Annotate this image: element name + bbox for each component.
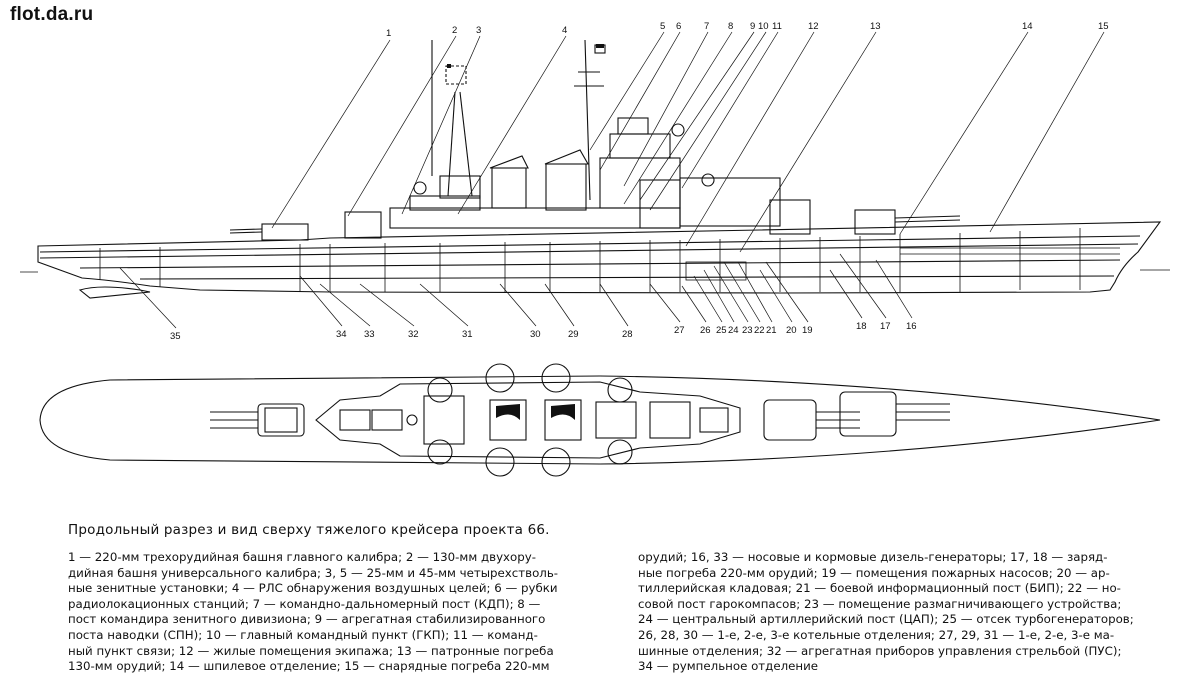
legend-line: 1 — 220-мм трехорудийная башня главного … xyxy=(68,550,536,564)
callout-27: 27 xyxy=(674,325,685,336)
callout-15: 15 xyxy=(1098,21,1109,32)
legend-line: 34 — румпельное отделение xyxy=(638,659,819,674)
site-watermark: flot.da.ru xyxy=(10,4,94,25)
callout-30: 30 xyxy=(530,329,541,340)
callouts-bottom: 35 34 33 32 31 30 29 28 27 26 25 24 23 2… xyxy=(170,321,917,342)
legend-right-column: орудий; 16, 33 — носовые и кормовые дизе… xyxy=(638,550,1178,675)
callout-14: 14 xyxy=(1022,21,1033,32)
legend-line: 26, 28, 30 — 1-е, 2-е, 3-е котельные отд… xyxy=(638,627,1115,642)
top-view-funnels xyxy=(496,404,575,420)
callout-19: 19 xyxy=(802,325,813,336)
callout-13: 13 xyxy=(870,21,881,32)
callout-21: 21 xyxy=(766,325,777,336)
callout-2: 2 xyxy=(452,25,457,36)
callout-7: 7 xyxy=(704,21,709,32)
legend-line: шинные отделения; 32 — агрегатная прибор… xyxy=(638,643,1122,658)
callout-31: 31 xyxy=(462,329,473,340)
figure-caption: Продольный разрез и вид сверху тяжелого … xyxy=(68,522,550,538)
legend-line: радиолокационных станций; 7 — командно-д… xyxy=(68,596,541,611)
callouts-top: 1 2 3 4 5 6 7 8 9 10 11 12 13 14 15 xyxy=(386,21,1109,39)
callout-1: 1 xyxy=(386,28,391,39)
callout-8: 8 xyxy=(728,21,733,32)
legend-line: ные зенитные установки; 4 — РЛС обнаруже… xyxy=(68,581,558,596)
callout-12: 12 xyxy=(808,21,819,32)
top-view-deck xyxy=(39,363,1161,477)
legend-line: ные погреба 220-мм орудий; 19 — помещени… xyxy=(638,565,1110,580)
callout-23: 23 xyxy=(742,325,753,336)
callout-11: 11 xyxy=(772,21,782,32)
legend-line: тиллерийская кладовая; 21 — боевой инфор… xyxy=(638,581,1121,596)
legend-line: 130-мм орудий; 14 — шпилевое отделение; … xyxy=(68,659,550,674)
callout-33: 33 xyxy=(364,329,375,340)
callout-9: 9 xyxy=(750,21,755,32)
callout-28: 28 xyxy=(622,329,633,340)
callout-10: 10 xyxy=(758,21,769,32)
callout-24: 24 xyxy=(728,325,739,336)
callout-25: 25 xyxy=(716,325,727,336)
callout-34: 34 xyxy=(336,329,347,340)
callout-22: 22 xyxy=(754,325,765,336)
ship-diagram: 1 2 3 4 5 6 7 8 9 10 11 12 13 14 15 35 3… xyxy=(20,21,1170,477)
callout-35: 35 xyxy=(170,331,181,342)
legend-line: 24 — центральный артиллерийский пост (ЦА… xyxy=(638,612,1134,627)
side-view-superstructure xyxy=(229,39,961,241)
callout-3: 3 xyxy=(476,25,481,36)
callout-18: 18 xyxy=(856,321,867,332)
callout-6: 6 xyxy=(676,21,681,32)
callout-29: 29 xyxy=(568,329,579,340)
legend-line: ный пункт связи; 12 — жилые помещения эк… xyxy=(68,643,554,658)
callout-20: 20 xyxy=(786,325,797,336)
callout-26: 26 xyxy=(700,325,711,336)
legend-line: совой пост гарокомпасов; 23 — помещение … xyxy=(638,596,1122,611)
callout-32: 32 xyxy=(408,329,419,340)
legend-line: пост командира зенитного дивизиона; 9 — … xyxy=(68,612,546,627)
callout-16: 16 xyxy=(906,321,917,332)
legend-line: орудий; 16, 33 — носовые и кормовые дизе… xyxy=(638,550,1108,564)
legend-line: поста наводки (СПН); 10 — главный команд… xyxy=(68,627,538,642)
callout-5: 5 xyxy=(660,21,665,32)
side-view-hull xyxy=(20,221,1170,299)
callout-4: 4 xyxy=(562,25,567,36)
callout-17: 17 xyxy=(880,321,891,332)
legend: 1 — 220-мм трехорудийная башня главного … xyxy=(68,550,1178,675)
legend-line: дийная башня универсального калибра; 3, … xyxy=(68,565,559,580)
legend-left-column: 1 — 220-мм трехорудийная башня главного … xyxy=(68,550,608,675)
